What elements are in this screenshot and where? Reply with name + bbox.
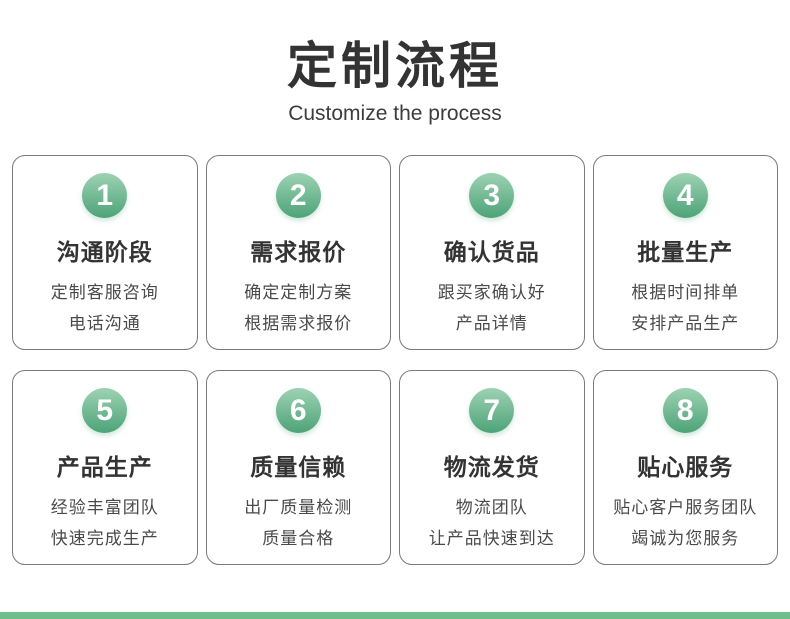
step-title: 产品生产 [56, 454, 153, 480]
step-card-2: 2 需求报价 确定定制方案 根据需求报价 [205, 155, 391, 350]
step-card-6: 6 质量信赖 出厂质量检测 质量合格 [205, 370, 391, 565]
step-card-3: 3 确认货品 跟买家确认好 产品详情 [399, 155, 585, 350]
step-card-8: 8 贴心服务 贴心客户服务团队 竭诚为您服务 [592, 370, 778, 565]
step-description: 经验丰富团队 快速完成生产 [51, 492, 159, 554]
step-number-badge: 1 [82, 173, 128, 218]
step-description: 根据时间排单 安排产品生产 [631, 277, 739, 339]
step-desc-line2: 安排产品生产 [631, 314, 740, 333]
step-desc-line1: 贴心客户服务团队 [613, 498, 758, 517]
step-description: 跟买家确认好 产品详情 [438, 277, 546, 339]
step-desc-line1: 跟买家确认好 [437, 283, 546, 302]
step-number: 2 [289, 178, 307, 212]
step-number: 1 [96, 178, 114, 212]
step-card-7: 7 物流发货 物流团队 让产品快速到达 [399, 370, 585, 565]
step-title: 贴心服务 [637, 454, 734, 480]
step-desc-line1: 定制客服咨询 [50, 283, 159, 302]
step-desc-line1: 出厂质量检测 [244, 498, 353, 517]
step-number: 6 [289, 393, 307, 427]
step-number: 4 [676, 178, 694, 212]
step-description: 物流团队 让产品快速到达 [429, 492, 555, 554]
step-number: 3 [483, 178, 501, 212]
step-number-badge: 5 [82, 388, 128, 433]
step-title: 批量生产 [637, 239, 734, 265]
step-title: 物流发货 [443, 454, 540, 480]
step-desc-line1: 经验丰富团队 [50, 498, 159, 517]
step-desc-line2: 竭诚为您服务 [631, 529, 740, 548]
steps-grid: 1 沟通阶段 定制客服咨询 电话沟通 2 需求报价 确定定制方案 根据需求报价 … [0, 155, 790, 565]
step-desc-line2: 让产品快速到达 [428, 529, 555, 548]
step-number-badge: 2 [275, 173, 321, 218]
step-card-5: 5 产品生产 经验丰富团队 快速完成生产 [12, 370, 198, 565]
step-desc-line2: 根据需求报价 [244, 314, 353, 333]
step-title: 需求报价 [250, 239, 347, 265]
section-header: 定制流程 Customize the process [0, 0, 790, 126]
step-number: 5 [96, 393, 114, 427]
step-desc-line2: 快速完成生产 [50, 529, 159, 548]
step-desc-line1: 根据时间排单 [631, 283, 740, 302]
step-number-badge: 7 [469, 388, 515, 433]
step-number-badge: 8 [662, 388, 708, 433]
step-desc-line2: 质量合格 [262, 529, 335, 548]
step-title: 沟通阶段 [56, 239, 153, 265]
step-card-1: 1 沟通阶段 定制客服咨询 电话沟通 [12, 155, 198, 350]
step-number-badge: 3 [469, 173, 515, 218]
step-description: 确定定制方案 根据需求报价 [244, 277, 352, 339]
step-card-4: 4 批量生产 根据时间排单 安排产品生产 [592, 155, 778, 350]
step-number-badge: 4 [662, 173, 708, 218]
step-description: 定制客服咨询 电话沟通 [51, 277, 159, 339]
step-title: 质量信赖 [250, 454, 347, 480]
page-title: 定制流程 [287, 38, 503, 94]
page-subtitle: Customize the process [288, 102, 502, 125]
step-description: 出厂质量检测 质量合格 [244, 492, 352, 554]
step-title: 确认货品 [443, 239, 540, 265]
step-number: 8 [676, 393, 694, 427]
bottom-accent-bar [0, 612, 790, 619]
step-desc-line1: 物流团队 [455, 498, 528, 517]
step-desc-line2: 产品详情 [455, 314, 528, 333]
step-number: 7 [483, 393, 501, 427]
step-number-badge: 6 [275, 388, 321, 433]
step-desc-line1: 确定定制方案 [244, 283, 353, 302]
step-description: 贴心客户服务团队 竭诚为您服务 [613, 492, 757, 554]
step-desc-line2: 电话沟通 [68, 314, 141, 333]
